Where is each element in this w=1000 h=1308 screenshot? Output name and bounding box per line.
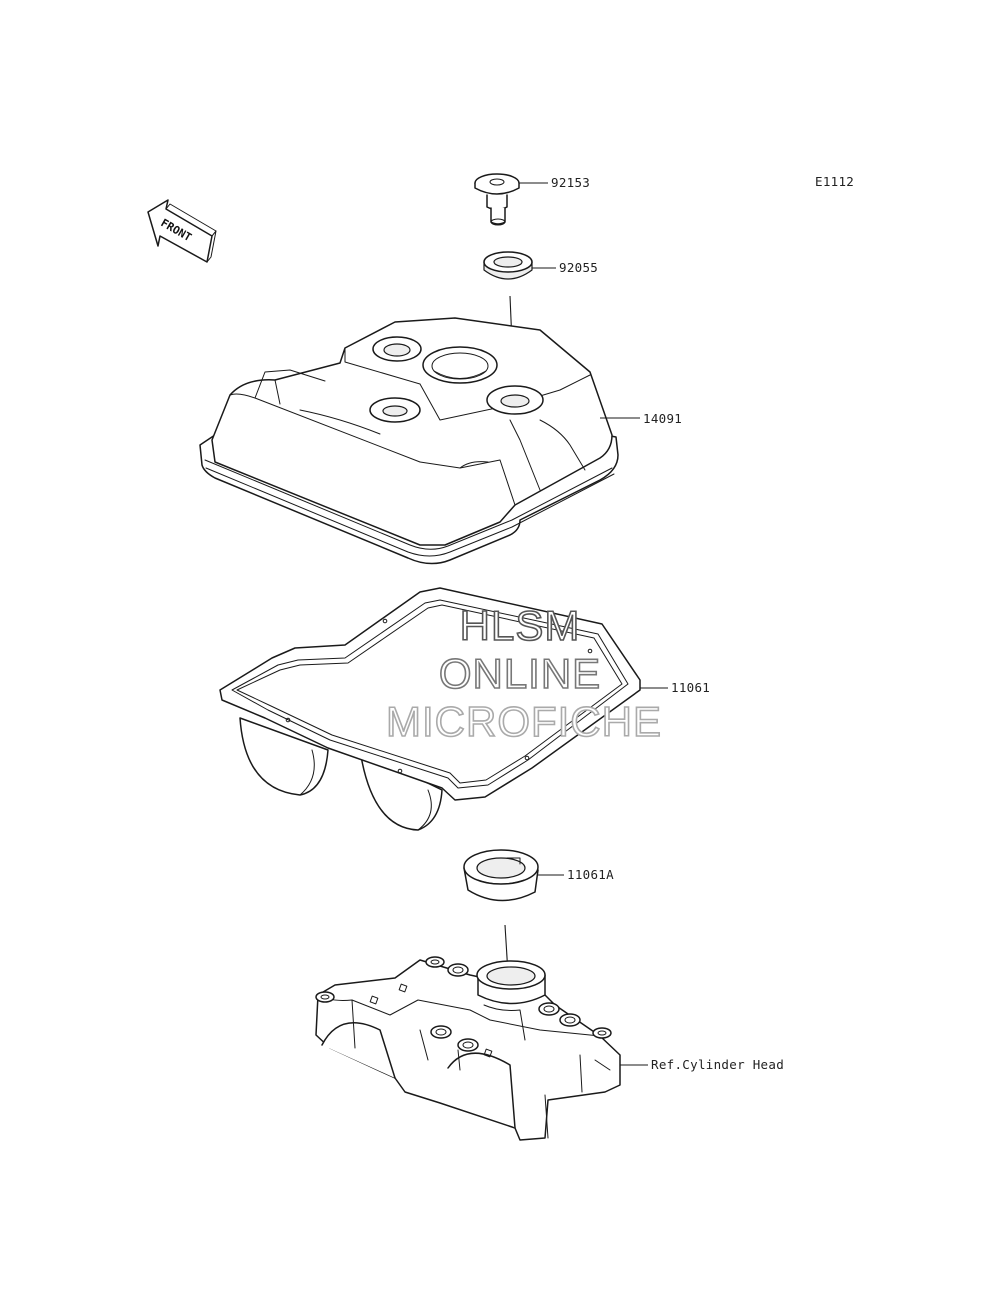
label-11061: 11061 (671, 680, 710, 695)
diagram-code: E1112 (815, 174, 854, 189)
watermark: HLSM ONLINE MICROFICHE (385, 601, 662, 746)
gasket-11061[interactable] (219, 587, 641, 831)
cylinder-head-reference[interactable] (315, 956, 621, 1141)
label-92153: 92153 (551, 175, 590, 190)
bolt-92153[interactable] (474, 173, 520, 226)
label-92055: 92055 (559, 260, 598, 275)
watermark-line2: ONLINE (439, 650, 601, 697)
label-ref-cylinder-head: Ref.Cylinder Head (651, 1057, 784, 1072)
watermark-line1: HLSM (460, 602, 581, 649)
label-14091: 14091 (643, 411, 682, 426)
cylinder-head-cover-14091[interactable] (199, 317, 619, 565)
grommet-92055[interactable] (483, 251, 533, 280)
watermark-line3: MICROFICHE (386, 698, 662, 745)
label-11061a: 11061A (567, 867, 614, 882)
front-arrow-icon: FRONT (147, 199, 217, 263)
seal-11061a[interactable] (463, 849, 539, 902)
